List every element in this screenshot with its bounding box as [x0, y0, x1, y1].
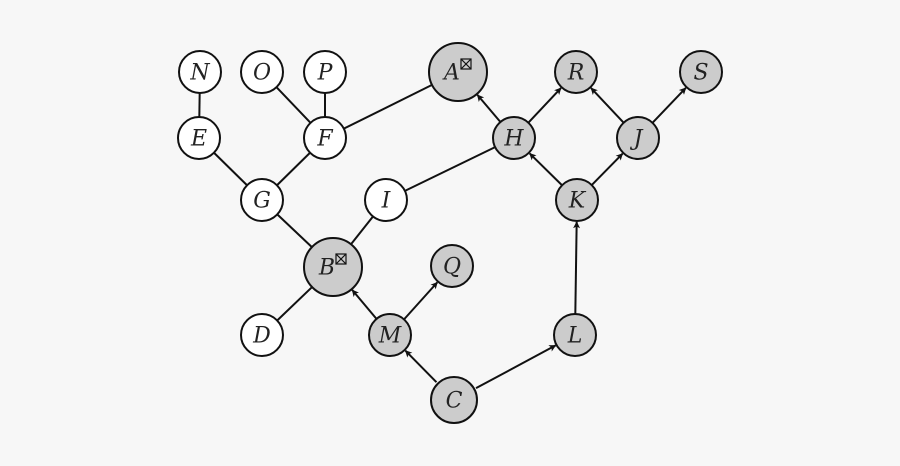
node-circle-m [368, 313, 412, 357]
node-circle-q [430, 244, 474, 288]
node-circle-d [240, 313, 284, 357]
node-label-n: N [189, 61, 210, 86]
boxed-x-icon [460, 58, 472, 70]
node-label-b: B [318, 256, 335, 281]
edge-m-b [351, 289, 378, 320]
node-a: A [428, 42, 488, 102]
node-circle-c [430, 376, 478, 424]
edge-c-m [404, 349, 438, 383]
node-circle-a [428, 42, 488, 102]
node-r: R [554, 50, 598, 94]
node-circle-f [303, 116, 347, 160]
nodes-layer: N O P A R S E F H J G I K B Q D M L C [177, 42, 723, 424]
edge-k-h [528, 152, 563, 186]
node-label-r: R [567, 61, 585, 86]
node-circle-o [240, 50, 284, 94]
node-circle-k [555, 178, 599, 222]
node-label-k: K [568, 189, 587, 214]
node-label-p: P [317, 61, 334, 86]
node-f: F [303, 116, 347, 160]
node-circle-l [553, 313, 597, 357]
node-circle-p [303, 50, 347, 94]
node-g: G [240, 178, 284, 222]
edge-h-a [476, 94, 502, 123]
node-label-s: S [693, 61, 708, 86]
boxed-x-icon [335, 253, 347, 265]
node-circle-n [178, 50, 222, 94]
node-k: K [555, 178, 599, 222]
node-i: I [364, 178, 408, 222]
edge-e-g [213, 152, 248, 186]
node-label-m: M [378, 324, 402, 349]
edge-j-r [590, 87, 625, 124]
node-label-h: H [503, 127, 524, 152]
edge-i-b [350, 215, 374, 245]
node-e: E [177, 116, 221, 160]
node-label-a: A [442, 61, 460, 86]
node-label-d: D [252, 324, 271, 349]
edge-l-k [573, 221, 581, 315]
node-label-q: Q [443, 255, 461, 280]
node-circle-e [177, 116, 221, 160]
node-m: M [368, 313, 412, 357]
node-p: P [303, 50, 347, 94]
edge-j-s [651, 87, 687, 124]
node-s: S [679, 50, 723, 94]
edge-i-h [404, 146, 496, 192]
edge-h-r [527, 87, 562, 124]
node-label-j: J [630, 127, 644, 152]
node-circle-b [303, 237, 363, 297]
edge-k-j [591, 152, 624, 186]
node-j: J [616, 116, 660, 160]
node-circle-r [554, 50, 598, 94]
node-label-o: O [253, 61, 271, 86]
edge-m-q [403, 281, 439, 321]
node-circle-g [240, 178, 284, 222]
node-label-f: F [316, 127, 333, 152]
node-circle-j [616, 116, 660, 160]
node-h: H [492, 116, 536, 160]
edge-o-f [275, 86, 312, 124]
edge-f-g [276, 152, 311, 186]
node-b: B [303, 237, 363, 297]
node-c: C [430, 376, 478, 424]
node-d: D [240, 313, 284, 357]
edge-f-a [343, 83, 433, 130]
node-label-l: L [567, 324, 583, 349]
node-l: L [553, 313, 597, 357]
node-n: N [178, 50, 222, 94]
edge-g-b [276, 213, 313, 248]
node-label-e: E [190, 127, 207, 152]
node-o: O [240, 50, 284, 94]
edges-layer [198, 83, 687, 390]
node-label-c: C [446, 389, 463, 414]
node-circle-h [492, 116, 536, 160]
edge-b-d [276, 286, 313, 322]
node-q: Q [430, 244, 474, 288]
edge-c-l [475, 344, 557, 390]
node-label-g: G [253, 189, 271, 214]
node-circle-i [364, 178, 408, 222]
node-label-i: I [381, 189, 392, 214]
node-circle-s [679, 50, 723, 94]
